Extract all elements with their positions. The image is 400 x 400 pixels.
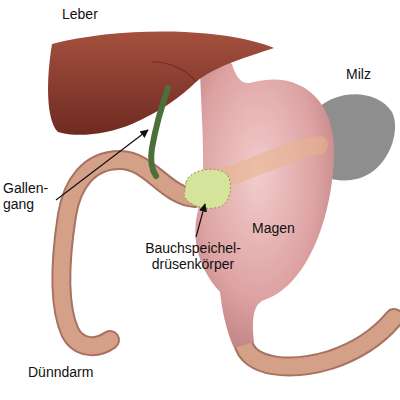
intestine-outline: [243, 318, 394, 366]
organ-label: Bauchspeichel- drüsenkörper: [140, 240, 246, 272]
small-intestine: [243, 318, 394, 366]
leader-arrow: [196, 204, 205, 237]
organ-label: Leber: [62, 6, 98, 22]
pancreas-head: [184, 169, 231, 208]
organ-label: Dünndarm: [28, 364, 93, 380]
leader-arrow: [56, 130, 148, 200]
organ-label: Gallen- gang: [3, 180, 55, 212]
organ-label: Milz: [346, 66, 371, 82]
organ-label: Magen: [252, 220, 295, 236]
bile-duct: [151, 88, 168, 176]
liver-lobe-line: [152, 62, 196, 82]
